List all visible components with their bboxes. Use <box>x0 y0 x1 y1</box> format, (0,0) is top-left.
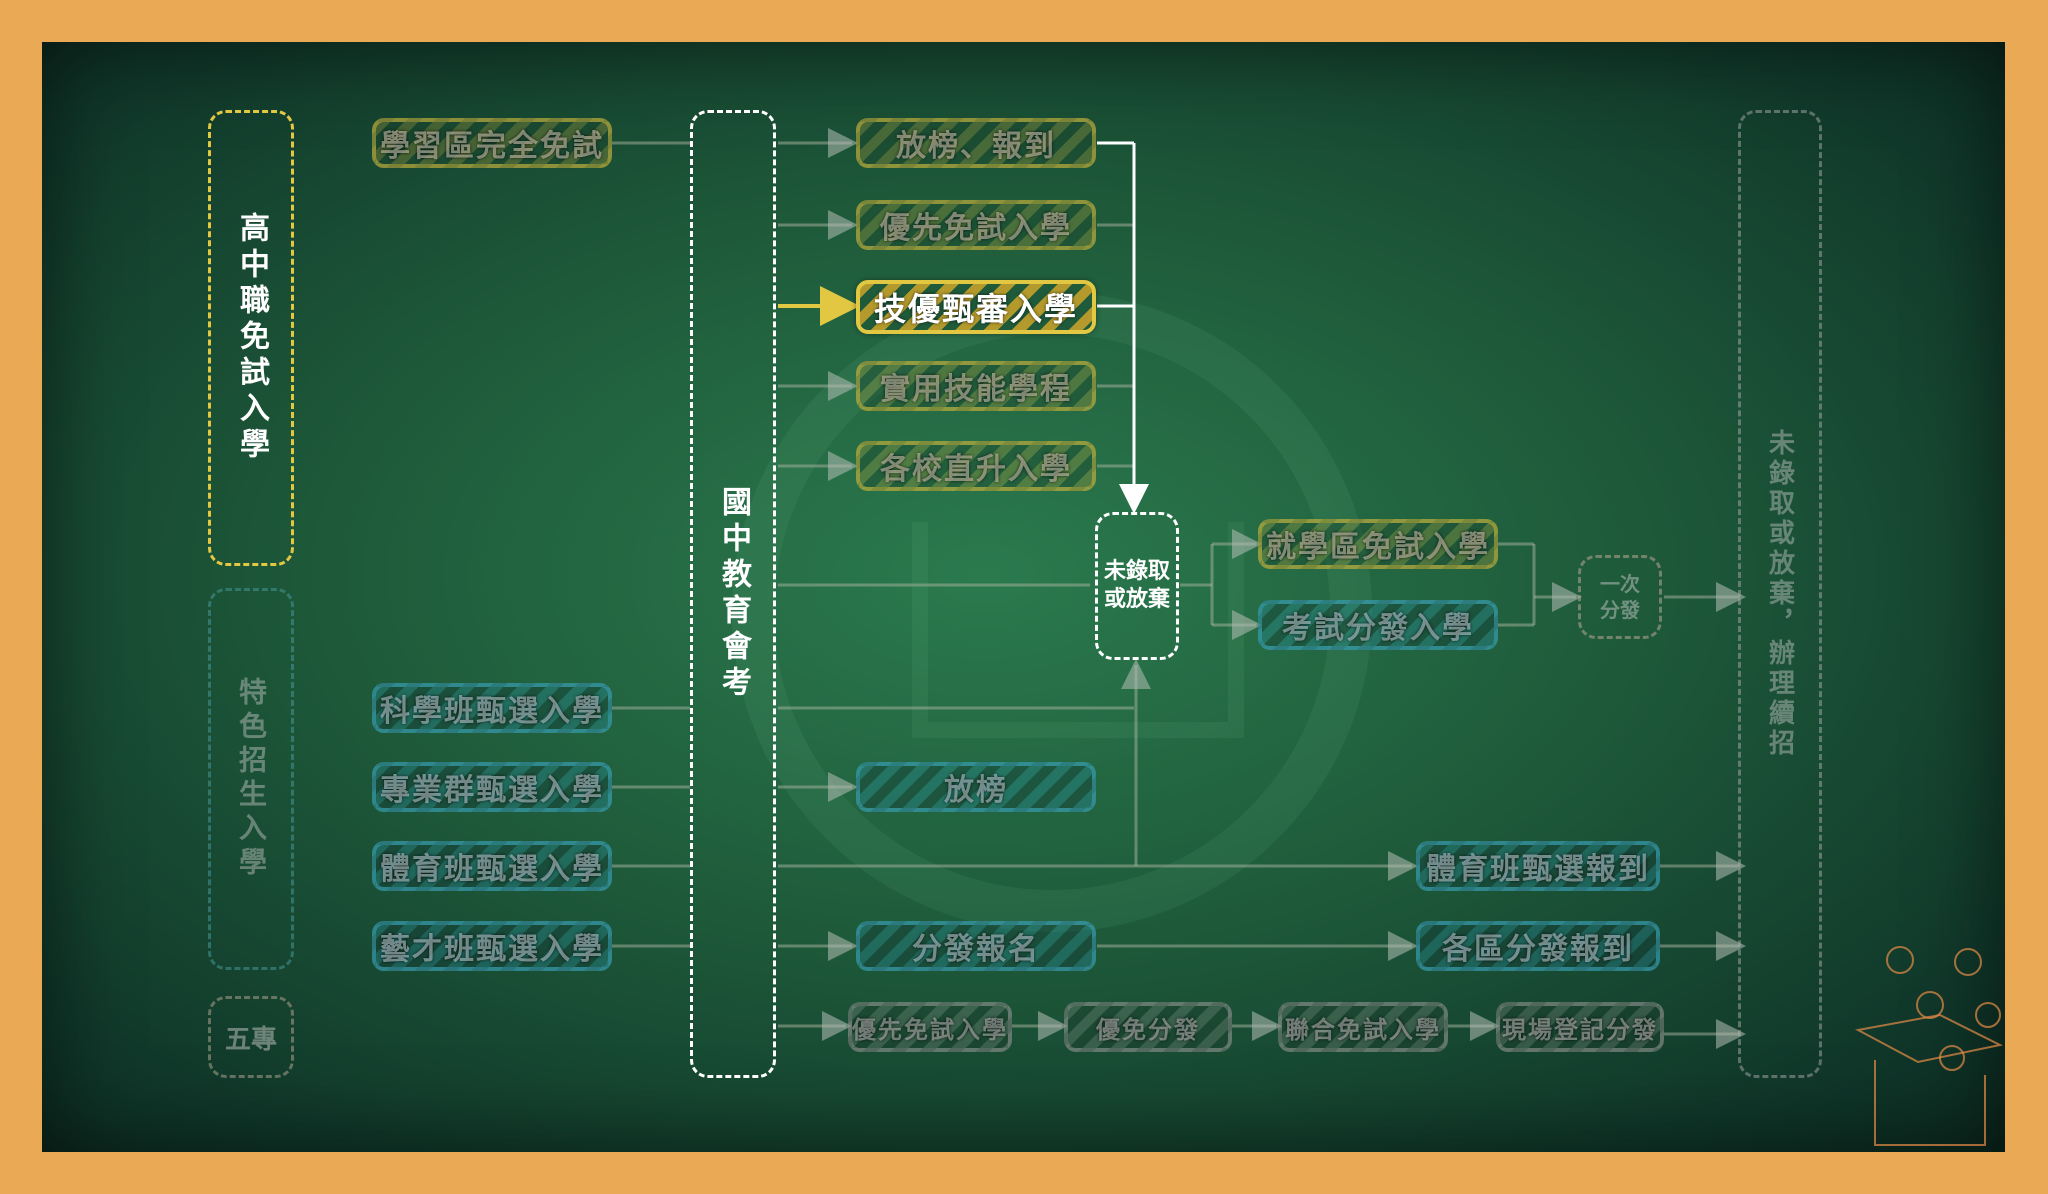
column-cap-exam: 國中教育會考 <box>690 110 776 1078</box>
item-professional: 專業群甄選入學 <box>372 762 612 812</box>
item-direct: 各校直升入學 <box>856 441 1096 491</box>
column-final: 未錄取或放棄，辦理續招 <box>1738 110 1822 1078</box>
item-science: 科學班甄選入學 <box>372 683 612 733</box>
item-5y-onsite-dist: 現場登記分發 <box>1496 1002 1664 1052</box>
item-priority-free: 優先免試入學 <box>856 200 1096 250</box>
item-district-free: 就學區免試入學 <box>1258 519 1498 569</box>
item-practical: 實用技能學程 <box>856 361 1096 411</box>
box-unadmitted: 未錄取或放棄 <box>1095 512 1179 660</box>
item-5y-joint-free: 聯合免試入學 <box>1278 1002 1448 1052</box>
column-free-exam: 高中職免試入學 <box>208 110 294 566</box>
item-exam-dist: 考試分發入學 <box>1258 600 1498 650</box>
item-dist-signup: 分發報名 <box>856 921 1096 971</box>
item-sports-register: 體育班甄選報到 <box>1416 841 1660 891</box>
item-arts: 藝才班甄選入學 <box>372 921 612 971</box>
item-5y-priority-free: 優先免試入學 <box>848 1002 1012 1052</box>
item-release-register: 放榜、報到 <box>856 118 1096 168</box>
item-5y-priority-dist: 優免分發 <box>1064 1002 1232 1052</box>
item-skill-review: 技優甄審入學 <box>856 280 1096 334</box>
column-special: 特色招生入學 <box>208 588 294 970</box>
item-region-register: 各區分發報到 <box>1416 921 1660 971</box>
box-one-distribution: 一次分發 <box>1578 555 1662 639</box>
lightbulb-box-doodle <box>1854 946 2004 1146</box>
item-sports: 體育班甄選入學 <box>372 841 612 891</box>
column-five-year: 五專 <box>208 996 294 1078</box>
item-release: 放榜 <box>856 762 1096 812</box>
item-school-district: 學習區完全免試 <box>372 118 612 168</box>
